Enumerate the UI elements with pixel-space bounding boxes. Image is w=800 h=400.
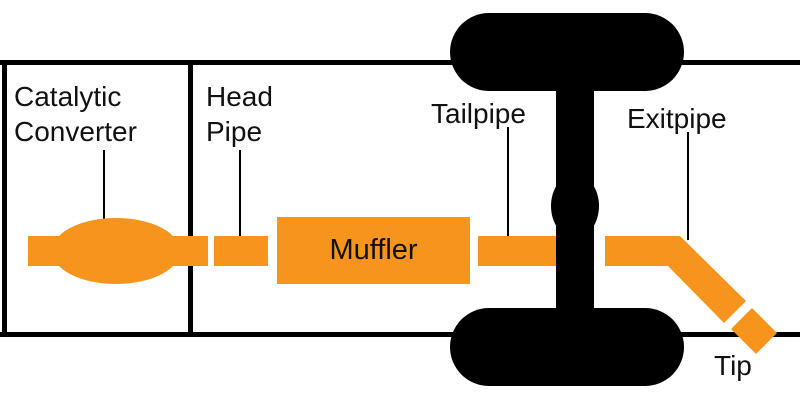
bottom-tire [450, 308, 684, 386]
head-pipe-label-line2: Pipe [206, 116, 263, 147]
tip-shape [731, 308, 777, 354]
top-tire [450, 13, 684, 91]
catalytic-converter-label-line2: Converter [14, 116, 137, 147]
frame-bottom-line [0, 332, 800, 337]
catalytic-converter-label-line1: Catalytic [14, 81, 122, 112]
muffler-label: Muffler [329, 234, 418, 266]
frame-left-line [2, 60, 7, 337]
exitpipe-shape [605, 236, 746, 323]
catalytic-converter-label: Catalytic Converter [14, 79, 137, 149]
head-pipe-label-line1: Head [206, 81, 273, 112]
head-pipe-shape [214, 236, 268, 266]
muffler-shape [277, 217, 470, 284]
tip-label: Tip [714, 350, 752, 381]
catalytic-converter-shape [52, 218, 180, 284]
cab-divider-line [188, 60, 193, 337]
exitpipe-label: Exitpipe [627, 103, 727, 134]
head-pipe-label: Head Pipe [206, 79, 273, 149]
frame-top-line [0, 60, 800, 65]
differential [551, 174, 599, 238]
tailpipe-label: Tailpipe [431, 98, 526, 129]
tailpipe-shape [478, 236, 558, 266]
